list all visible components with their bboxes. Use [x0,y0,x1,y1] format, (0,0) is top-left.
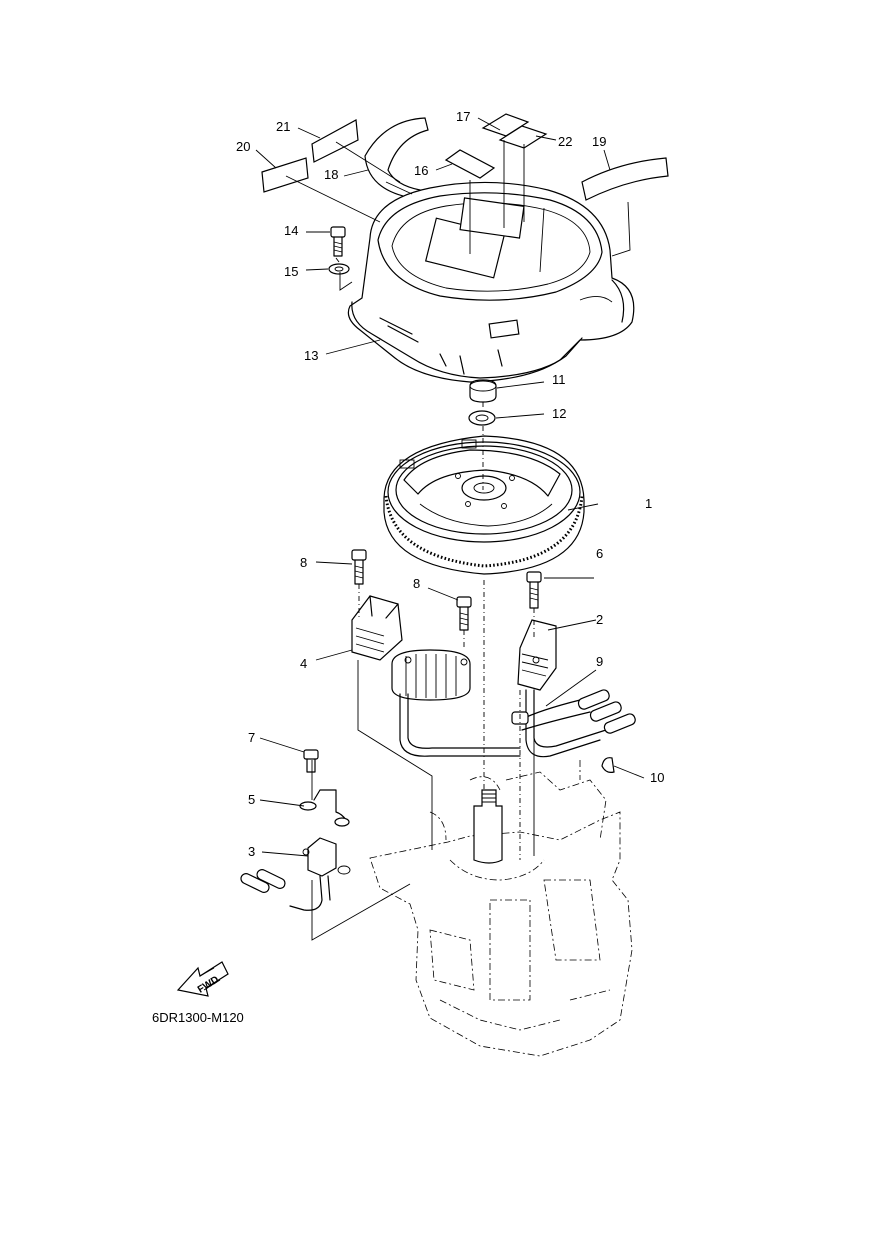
bolt-14 [330,226,346,257]
label-16 [444,149,496,179]
callout-22: 22 [558,134,572,149]
callout-1: 1 [645,496,652,511]
flywheel-cover [347,181,635,383]
callout-14: 14 [284,223,298,238]
label-17 [481,113,530,137]
rectifier-3 [240,837,351,911]
assembly-center-lines [335,257,535,860]
callout-11: 11 [552,372,566,387]
washer-15 [328,263,350,275]
leader-lines [255,117,645,857]
label-22 [498,125,548,149]
label-19-arc-sticker [581,157,669,201]
callout-numbers: 1 2 3 4 5 6 7 8 8 9 10 11 12 13 14 15 16… [236,109,664,859]
washer-12 [468,410,496,426]
nut-11 [469,379,497,403]
screw-7 [303,749,319,773]
wire-harness-9 [399,689,636,758]
callout-13: 13 [304,348,318,363]
drawing-code: 6DR1300-M120 [152,1010,244,1025]
callout-8-center: 8 [413,576,420,591]
callout-7: 7 [248,730,255,745]
callout-18: 18 [324,167,338,182]
callout-19: 19 [592,134,606,149]
bolt-8-left [351,549,367,585]
label-21 [311,119,359,163]
engine-block-outline [369,760,633,1057]
callout-17: 17 [456,109,470,124]
bolt-6 [526,571,542,609]
callout-8-left: 8 [300,555,307,570]
callout-21: 21 [276,119,290,134]
label-18-arc-sticker [364,117,429,199]
callout-6: 6 [596,546,603,561]
callout-20: 20 [236,139,250,154]
routing-lines [311,272,535,941]
callout-2: 2 [596,612,603,627]
callout-3: 3 [248,844,255,859]
charge-coil-4 [351,595,403,661]
callout-9: 9 [596,654,603,669]
callout-4: 4 [300,656,307,671]
callout-10: 10 [650,770,664,785]
flywheel [383,435,585,575]
callout-5: 5 [248,792,255,807]
callout-12: 12 [552,406,566,421]
clamp-5 [299,789,350,827]
bolt-8-center [456,596,472,631]
callout-16: 16 [414,163,428,178]
fwd-arrow: FWD [176,961,229,997]
cap-10 [601,757,615,773]
pulser-coil-2 [517,619,557,691]
lighting-coil [391,649,471,701]
callout-15: 15 [284,264,298,279]
label-20 [261,157,309,193]
